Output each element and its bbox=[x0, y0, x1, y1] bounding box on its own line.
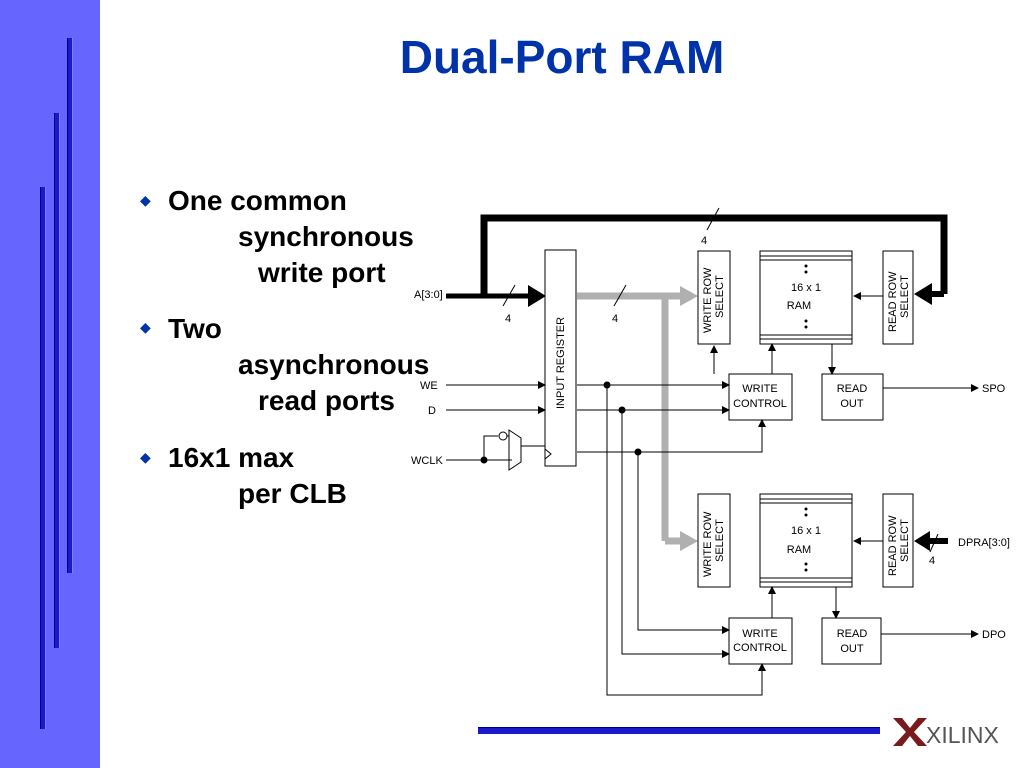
lower-ram-size: 16 x 1 bbox=[791, 525, 821, 537]
lower-ram-label: RAM bbox=[787, 544, 811, 556]
we-signal-label: WE bbox=[420, 380, 438, 392]
footer-rule bbox=[478, 727, 880, 734]
bus-width-label: 4 bbox=[505, 313, 511, 325]
xilinx-logo-icon: XILINX bbox=[893, 718, 999, 748]
sidebar-panel bbox=[0, 0, 100, 768]
upper-write-row-select-line1: WRITE ROW bbox=[702, 267, 714, 333]
lower-read-row-select-line2: SELECT bbox=[899, 519, 911, 562]
xilinx-logo: XILINX bbox=[890, 712, 1000, 752]
sidebar-bar-2 bbox=[54, 113, 60, 648]
bullet-1-line2: synchronous bbox=[238, 221, 414, 252]
bullet-diamond-icon: ◆ bbox=[140, 319, 151, 335]
address-bus bbox=[446, 207, 948, 307]
lower-write-row-select-line1: WRITE ROW bbox=[702, 511, 714, 577]
bullet-2-line2: asynchronous bbox=[238, 349, 430, 380]
bullet-diamond-icon: ◆ bbox=[140, 449, 151, 465]
wclk-signal-label: WCLK bbox=[411, 455, 443, 467]
bullet-1-line1: One common bbox=[168, 185, 347, 216]
upper-ram-block bbox=[697, 250, 914, 421]
logo-text: XILINX bbox=[926, 722, 999, 748]
addr-signal-label: A[3:0] bbox=[414, 289, 443, 301]
upper-read-out-line2: OUT bbox=[840, 398, 864, 410]
sidebar-bar-1 bbox=[40, 187, 46, 729]
upper-ram-label: RAM bbox=[787, 300, 811, 312]
bus-width-label: 4 bbox=[701, 235, 707, 247]
spo-signal-label: SPO bbox=[982, 383, 1006, 395]
bus-width-label: 4 bbox=[612, 313, 618, 325]
upper-read-out-line1: READ bbox=[837, 383, 868, 395]
lower-write-control-line2: CONTROL bbox=[733, 642, 787, 654]
lower-read-out-line1: READ bbox=[837, 628, 868, 640]
upper-write-control-line2: CONTROL bbox=[733, 398, 787, 410]
upper-read-row-select-line2: SELECT bbox=[899, 275, 911, 318]
lower-ram-block bbox=[697, 493, 914, 665]
d-signal-label: D bbox=[428, 405, 436, 417]
registered-address-bus bbox=[577, 284, 698, 551]
bullet-3-line1: 16x1 max bbox=[168, 442, 295, 473]
lower-write-control-line1: WRITE bbox=[742, 628, 777, 640]
dpra-signal-label: DPRA[3:0] bbox=[958, 537, 1010, 549]
lower-read-out-line2: OUT bbox=[840, 643, 864, 655]
signal-wires bbox=[446, 292, 979, 696]
sidebar-bar-3 bbox=[67, 38, 73, 573]
dpo-signal-label: DPO bbox=[982, 629, 1006, 641]
upper-write-row-select-line2: SELECT bbox=[714, 275, 726, 318]
junction-dots bbox=[480, 381, 642, 464]
upper-write-control-line1: WRITE bbox=[742, 383, 777, 395]
bullet-diamond-icon: ◆ bbox=[140, 192, 151, 208]
lower-write-row-select-line2: SELECT bbox=[714, 519, 726, 562]
bullet-3-line2: per CLB bbox=[238, 478, 347, 509]
lower-read-row-select-line1: READ ROW bbox=[887, 515, 899, 576]
bullet-2-line3: read ports bbox=[258, 385, 395, 416]
upper-read-row-select-line1: READ ROW bbox=[887, 271, 899, 332]
dpra-bus bbox=[914, 531, 948, 553]
bus-width-label: 4 bbox=[929, 555, 935, 567]
bullet-1-line3: write port bbox=[258, 257, 386, 288]
upper-ram-size: 16 x 1 bbox=[791, 282, 821, 294]
bullet-2-line1: Two bbox=[168, 313, 222, 344]
input-register-label: INPUT REGISTER bbox=[555, 317, 567, 409]
input-register bbox=[544, 249, 577, 467]
slide-title: Dual-Port RAM bbox=[399, 31, 725, 83]
